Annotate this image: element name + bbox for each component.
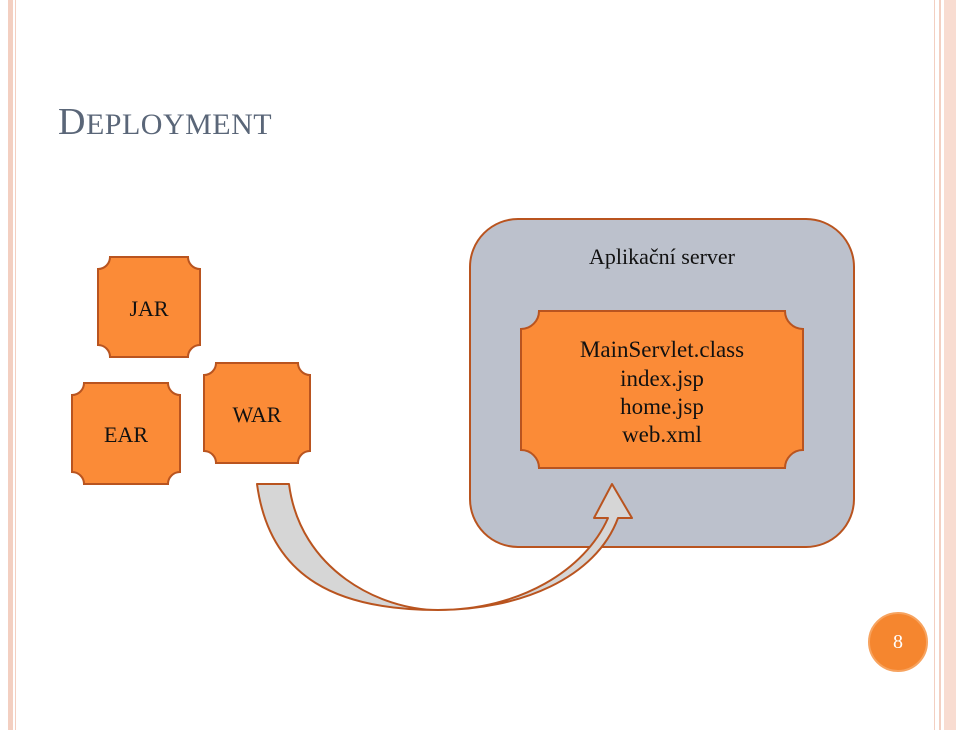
ear-label: EAR [104, 422, 148, 447]
war-package-box [203, 362, 311, 464]
page-number: 8 [893, 630, 903, 653]
deploy-arrow [256, 483, 633, 611]
war-label: WAR [233, 402, 282, 427]
title-initial: D [58, 101, 86, 143]
slide-border-right [944, 0, 956, 730]
slide-title: DEPLOYMENT [58, 100, 272, 144]
application-server-label: Aplikační server [589, 244, 736, 269]
server-content-line: MainServlet.class [580, 337, 744, 362]
server-content-line: home.jsp [620, 394, 704, 419]
ear-package-box [71, 382, 181, 485]
slide-border-right-thin-2 [934, 0, 935, 730]
title-rest: EPLOYMENT [85, 108, 273, 141]
server-content-line: web.xml [622, 422, 702, 447]
slide-border-left [8, 0, 13, 730]
slide-border-left-thin [15, 0, 16, 730]
server-content-line: index.jsp [620, 366, 704, 391]
page-number-badge: 8 [868, 612, 928, 672]
jar-package-box [97, 256, 201, 358]
jar-label: JAR [129, 296, 168, 321]
server-contents-box [520, 310, 804, 469]
slide-border-right-thin [939, 0, 941, 730]
